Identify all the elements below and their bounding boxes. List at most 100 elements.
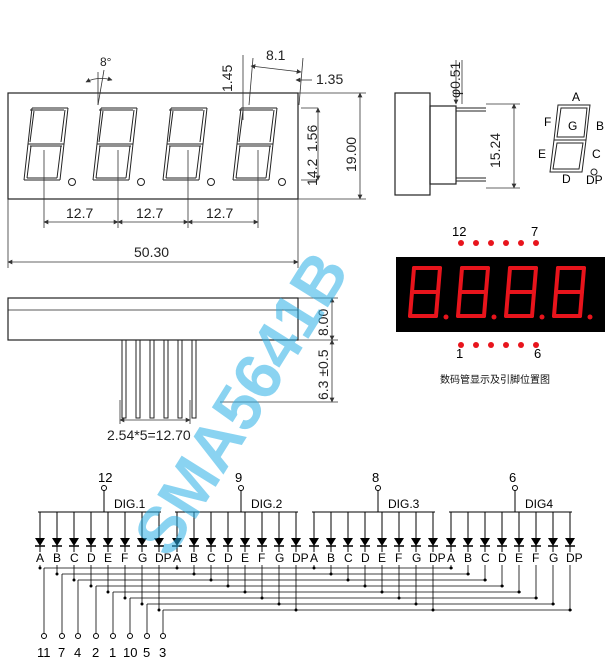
seg-offset-label: 1.45 — [219, 65, 235, 92]
junction-dot — [72, 578, 76, 582]
led-diode-icon — [393, 537, 405, 547]
junction-dot — [380, 590, 384, 594]
digit-label: DIG.1 — [114, 497, 146, 511]
segment-letter: E — [378, 551, 386, 565]
junction-dot — [38, 566, 42, 570]
led-diode-icon — [462, 537, 474, 547]
led-diode-icon — [68, 537, 80, 547]
photo-dp — [539, 314, 545, 320]
bottom-pin-number: 3 — [159, 645, 166, 660]
bottom-pin-node — [93, 633, 99, 639]
photo-pin-12: 12 — [452, 224, 466, 239]
segment-letter: C — [207, 551, 216, 565]
top-pin-dot — [473, 240, 479, 246]
segment-letter: A — [173, 551, 181, 565]
legend-c: C — [592, 147, 601, 161]
led-diode-icon — [51, 537, 63, 547]
bottom-pin-number: 5 — [143, 645, 150, 660]
bottom-pin-node — [41, 633, 47, 639]
segment-letter: DP — [292, 551, 309, 565]
bottom-pin-dots — [458, 342, 539, 348]
digit-pin-node — [238, 485, 244, 491]
led-diode-icon — [308, 537, 320, 547]
junction-dot — [431, 608, 435, 612]
legend-dp: DP — [586, 173, 603, 187]
top-pin-dot — [458, 240, 464, 246]
segment-letter: E — [515, 551, 523, 565]
photo-segment — [458, 266, 464, 294]
bottom-pin-node — [75, 633, 81, 639]
led-diode-icon — [256, 537, 268, 547]
segment-letter: A — [447, 551, 455, 565]
body-depth-label: 8.00 — [315, 309, 331, 336]
junction-dot — [312, 566, 316, 570]
segment-letter: D — [361, 551, 370, 565]
bottom-pin-number: 7 — [58, 645, 65, 660]
front-view: 12.7 12.7 12.7 50.30 8° 8.1 1.45 1.35 14… — [7, 47, 366, 268]
seg-thickness-label: 1.35 — [316, 71, 343, 87]
led-diode-icon — [513, 537, 525, 547]
led-diode-icon — [427, 537, 439, 547]
digit-outline-4 — [232, 107, 278, 181]
junction-dot — [294, 608, 298, 612]
segment-letter: B — [190, 551, 198, 565]
photo-segment — [482, 290, 488, 318]
segment-letter: D — [87, 551, 96, 565]
led-diode-icon — [376, 537, 388, 547]
junction-dot — [466, 572, 470, 576]
digit-outline-3 — [162, 107, 208, 181]
photo-segment — [532, 266, 538, 294]
segment-letter: C — [344, 551, 353, 565]
digit-pin-number: 8 — [372, 470, 379, 485]
leg-pin — [135, 339, 141, 419]
bottom-pin-node — [160, 633, 166, 639]
junction-dot — [500, 584, 504, 588]
pinout-caption: 数码管显示及引脚位置图 — [440, 373, 550, 386]
digit-pin-node — [375, 485, 381, 491]
led-diode-icon — [564, 537, 576, 547]
segment-letter: G — [412, 551, 421, 565]
top-pin-dots — [458, 240, 539, 246]
dp-offset-label: 1.56 — [304, 125, 320, 152]
leg-pin — [177, 339, 183, 419]
segment-letter: D — [224, 551, 233, 565]
junction-dot — [329, 572, 333, 576]
led-diode-icon — [85, 537, 97, 547]
photo-dp — [587, 314, 593, 320]
junction-dot — [89, 584, 93, 588]
junction-dot — [277, 602, 281, 606]
bottom-pin-node — [59, 633, 65, 639]
segment-letter: E — [104, 551, 112, 565]
leg-pin — [163, 339, 169, 419]
legend-d: D — [562, 172, 571, 186]
bottom-pin-node — [110, 633, 116, 639]
watermark-text: SMA5641B — [119, 239, 363, 568]
junction-dot — [106, 590, 110, 594]
segment-letter: E — [241, 551, 249, 565]
bottom-pin-number: 1 — [109, 645, 116, 660]
segment-letter: F — [395, 551, 402, 565]
digit-pin-number: 9 — [235, 470, 242, 485]
junction-dot — [449, 566, 453, 570]
led-diode-icon — [342, 537, 354, 547]
bottom-pin-number: 4 — [74, 645, 81, 660]
segment-letter: B — [53, 551, 61, 565]
segment-letter: G — [138, 551, 147, 565]
bottom-pin-number: 2 — [92, 645, 99, 660]
body-height-label: 19.00 — [343, 137, 359, 172]
legend-f: F — [544, 115, 551, 129]
leg-pin — [121, 339, 127, 419]
digit-pin-number: 12 — [98, 470, 112, 485]
segment-letter: C — [70, 551, 79, 565]
led-diode-icon — [222, 537, 234, 547]
pin-row-label: 15.24 — [487, 133, 503, 168]
segment-letter: F — [121, 551, 128, 565]
digit-height-label: 14.2 — [304, 159, 320, 186]
dp-3 — [207, 178, 215, 186]
legend-a: A — [572, 90, 580, 104]
leg-pin — [149, 339, 155, 419]
junction-dot — [363, 584, 367, 588]
segment-letter: F — [532, 551, 539, 565]
led-diode-icon — [239, 537, 251, 547]
